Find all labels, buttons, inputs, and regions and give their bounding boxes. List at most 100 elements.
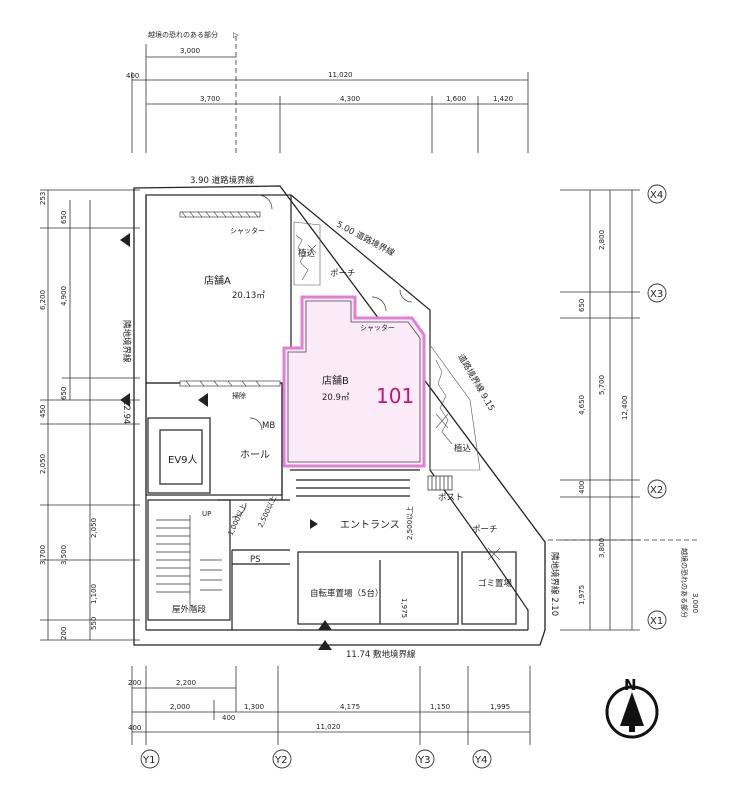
dim-right-12400: 12,400 <box>621 396 629 421</box>
dim-bottom-400: 400 <box>128 724 141 732</box>
dim-1000: 1,000以上 <box>226 502 249 537</box>
shop-b-inner-wall <box>287 300 421 463</box>
dim-left-2050: 2,050 <box>39 454 47 474</box>
shutter-a: シャッター <box>230 226 265 235</box>
unit-number-handwritten: 101 <box>376 384 414 408</box>
dim-top-small: 3,000 <box>180 47 200 55</box>
entrance-arrows <box>120 233 332 650</box>
outdoor-stairs-steps <box>156 515 222 605</box>
dim-left-1100: 1,100 <box>90 584 98 604</box>
stairs-up-label: UP <box>202 510 211 518</box>
planting-2-label: 植込 <box>454 443 472 454</box>
ps-label: PS <box>250 555 261 565</box>
shop-b-highlight <box>282 295 426 468</box>
axis-markers-y: Y1 Y2 Y3 Y4 <box>140 749 492 769</box>
porch-2-label: ポーチ <box>472 525 498 535</box>
hall-label: ホール <box>240 449 270 461</box>
axis-y2: Y2 <box>274 755 287 766</box>
dim-right-400: 400 <box>578 481 586 494</box>
shop-a-label: 店舗A <box>204 274 231 287</box>
mailbox <box>427 475 453 491</box>
shop-b-area: 20.9㎡ <box>322 393 350 403</box>
porch-1-label: ポーチ <box>330 269 356 279</box>
building-walls <box>145 194 529 631</box>
dim-bottom-2000: 2,000 <box>170 703 190 711</box>
dim-left-3700: 3,700 <box>39 545 47 565</box>
boundary-right: 道路境界線 9.15 <box>455 352 497 413</box>
dim-right-3800: 3,800 <box>598 538 606 558</box>
boundary-bottom: 11.74 敷地境界線 <box>346 649 416 660</box>
dim-left-6200: 6,200 <box>39 290 47 310</box>
note-right-slope-dim: 3,000 <box>691 593 699 613</box>
site-boundary <box>133 185 546 646</box>
arrow-hall-icon <box>198 393 208 407</box>
dim-left-3500: 3,500 <box>60 545 68 565</box>
axis-x1: X1 <box>650 616 663 627</box>
entrance-label: エントランス <box>340 519 400 531</box>
axis-y3: Y3 <box>417 755 430 766</box>
dim-top-seg-3: 1,600 <box>446 95 466 103</box>
garbage-label: ゴミ置場 <box>478 578 513 589</box>
axis-y1: Y1 <box>142 755 155 766</box>
planting-1-label: 植込 <box>298 248 316 259</box>
note-right-slope: 越境の恐れのある部分 <box>680 548 689 618</box>
dim-right-5700: 5,700 <box>598 375 606 395</box>
right-dimension-labels: 2,800 650 4,650 5,700 12,400 400 3,800 1… <box>578 230 629 605</box>
boundary-right-lower: 隣地境界線 2.10 <box>549 552 560 616</box>
left-dimensions <box>40 189 140 641</box>
boundary-left-vertical: 隣地境界線 <box>121 320 132 363</box>
elevator-label: EV9人 <box>168 454 198 466</box>
note-top-slope: 越境の恐れのある部分 <box>148 30 218 39</box>
arrow-entrance-icon <box>310 519 318 529</box>
dim-left-4900: 4,900 <box>60 286 68 306</box>
dim-bottom-2200: 2,200 <box>176 679 196 687</box>
shutter-b: シャッター <box>360 323 395 332</box>
dim-bottom-1995: 1,995 <box>490 703 510 711</box>
planting-areas <box>293 221 501 561</box>
dim-bottom-1150: 1,150 <box>430 703 450 711</box>
shop-a-area: 20.13㎡ <box>232 291 265 301</box>
wall-hatching <box>179 211 281 387</box>
arrow-left-2-icon <box>120 393 130 407</box>
dim-2500-right: 2,500以上 <box>405 506 414 540</box>
dim-left-2050b: 2,050 <box>90 518 98 538</box>
north-label: N <box>624 676 637 694</box>
dim-right-650: 650 <box>578 299 586 312</box>
boundary-top: 3.90 道路境界線 <box>190 175 255 186</box>
dim-top-left: 400 <box>126 72 139 80</box>
dim-top-total: 11,020 <box>328 71 353 79</box>
axis-markers-x: X4 X3 X2 X1 <box>647 184 667 630</box>
dim-top-seg-1: 3,700 <box>200 95 220 103</box>
note-top-arrow: ▷ <box>233 31 239 39</box>
dim-right-4650: 4,650 <box>578 395 586 415</box>
north-arrow-icon: N <box>605 676 659 739</box>
axis-y4: Y4 <box>474 755 487 766</box>
door-swings <box>231 194 413 518</box>
arrow-bottom-1-icon <box>318 640 332 650</box>
left-dimension-labels: 253 650 6,200 4,900 650 450 2,050 2,050 … <box>39 192 98 640</box>
boundary-left: 12.94 <box>121 400 131 424</box>
dim-left-650b: 650 <box>60 387 68 400</box>
dim-top-seg-2: 4,300 <box>340 95 360 103</box>
mb-label: MB <box>262 421 275 431</box>
dim-bottom-400-mid: 400 <box>222 714 235 722</box>
dim-left-650a: 650 <box>60 211 68 224</box>
dim-right-1975: 1,975 <box>578 585 586 605</box>
dim-left-253: 253 <box>39 192 47 205</box>
dim-bottom-total: 11,020 <box>316 723 341 731</box>
bike-parking-dim: 1,975 <box>400 598 408 618</box>
top-dimensions <box>131 36 529 153</box>
dim-bottom-4175: 4,175 <box>340 703 360 711</box>
right-dimensions <box>548 189 700 631</box>
mailbox-label: ポスト <box>438 493 464 503</box>
arrow-left-1-icon <box>120 233 130 247</box>
dim-left-550: 550 <box>90 617 98 630</box>
dim-left-200: 200 <box>60 627 68 640</box>
axis-x3: X3 <box>650 289 663 300</box>
cleaning-label: 掃除 <box>232 391 246 400</box>
bike-parking-label: 自転車置場（5台） <box>310 588 383 599</box>
outdoor-stairs-label: 屋外階段 <box>172 604 207 615</box>
dim-2500-left: 2,500以上 <box>256 494 279 529</box>
bottom-dimensions <box>131 666 531 745</box>
dim-top-seg-4: 1,420 <box>493 95 513 103</box>
